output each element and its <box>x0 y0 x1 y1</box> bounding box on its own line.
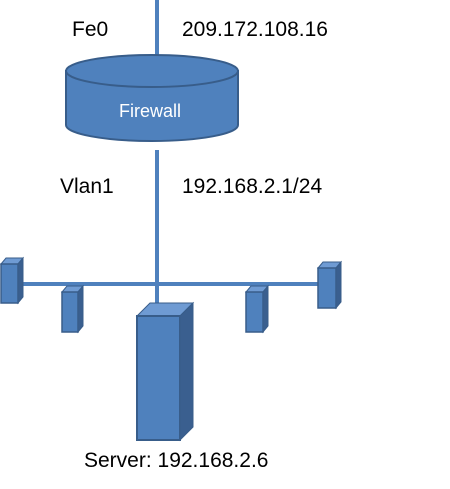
firewall-top <box>65 54 239 88</box>
host-far-right <box>316 260 343 310</box>
firewall-node: Firewall <box>65 54 239 142</box>
outside-ip-label: 209.172.108.16 <box>182 18 328 41</box>
firewall-body <box>65 70 239 142</box>
firewall-label: Firewall <box>119 101 181 121</box>
outside-interface-label: Fe0 <box>72 18 108 41</box>
host-left <box>60 284 85 334</box>
inside-interface-label: Vlan1 <box>60 175 114 198</box>
server-label: Server: 192.168.2.6 <box>84 449 268 472</box>
host-right <box>244 284 270 334</box>
inside-ip-label: 192.168.2.1/24 <box>182 175 322 198</box>
host-far-left <box>0 256 25 305</box>
server-node <box>135 301 195 442</box>
